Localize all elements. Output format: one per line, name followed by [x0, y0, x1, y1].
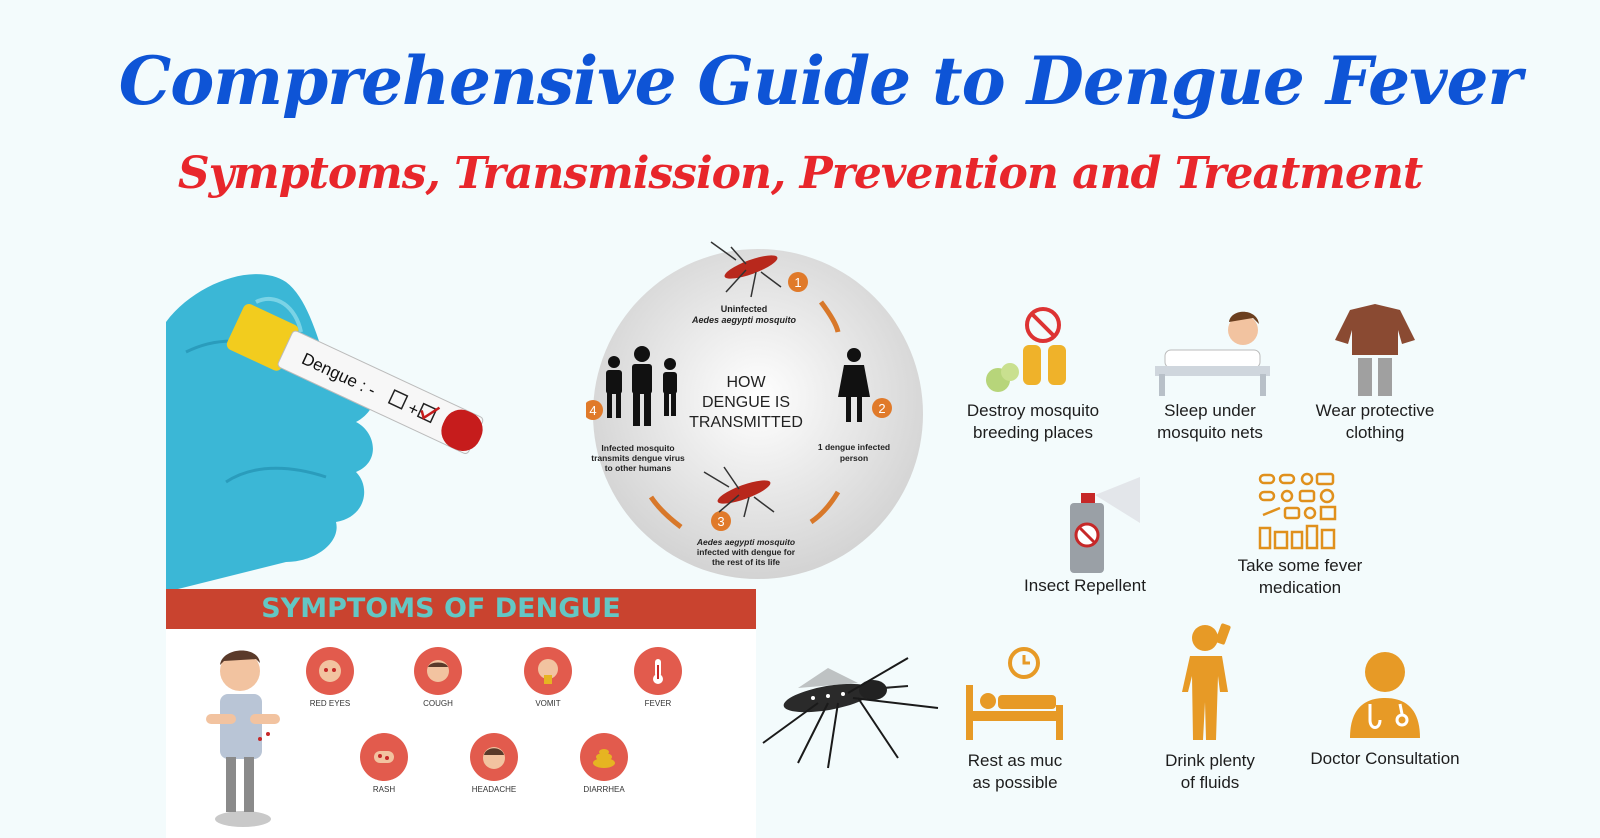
symptom-fever: FEVER	[618, 647, 698, 708]
symptom-red-eyes: RED EYES	[290, 647, 370, 708]
prevention-label: Rest as muc as possible	[967, 751, 1063, 792]
prevention-rest: Rest as muc as possible	[945, 645, 1085, 794]
prevention-label: Destroy mosquito breeding places	[966, 401, 1100, 442]
thermometer-icon	[653, 659, 663, 684]
prevention-doctor-consultation: Doctor Consultation	[1290, 648, 1480, 770]
prevention-fever-medication: Take some fever medication	[1220, 470, 1380, 599]
symptom-label: DIARRHEA	[583, 785, 625, 794]
cough-icon	[427, 660, 449, 682]
symptom-label: RED EYES	[309, 699, 351, 708]
rash-icon	[374, 751, 394, 763]
step-1-number: 1	[794, 275, 801, 290]
sick-person-icon	[206, 650, 280, 827]
prevention-wear-clothing: Wear protective clothing	[1300, 300, 1450, 444]
prevention-insect-repellent: Insect Repellent	[1010, 475, 1160, 597]
symptom-label: FEVER	[644, 699, 672, 708]
prevention-label: Take some fever medication	[1237, 556, 1363, 597]
step-4-text-line2: transmits dengue virus	[591, 453, 685, 463]
step-2-number: 2	[878, 401, 885, 416]
page-subtitle: Symptoms, Transmission, Prevention and T…	[177, 148, 1423, 199]
protective-clothing-icon	[1335, 304, 1415, 396]
transmission-cycle-diagram: 1 2 3 4 Uninfected Aedes aegypti mosquit…	[583, 232, 931, 592]
step-4-text-line1: Infected mosquito	[601, 443, 674, 453]
page-title: Comprehensive Guide to Dengue Fever	[118, 42, 1523, 120]
symptom-label: VOMIT	[535, 699, 561, 708]
people-group-icon	[606, 346, 677, 426]
mosquito-icon	[710, 241, 782, 298]
symptom-label: HEADACHE	[471, 785, 517, 794]
diarrhea-icon	[593, 749, 615, 768]
step-4-text-line3: to other humans	[605, 463, 672, 473]
test-tube-image: Dengue : - +	[166, 262, 586, 592]
step-3-text-line1: Aedes aegypti mosquito	[696, 537, 795, 547]
prevention-destroy-breeding: Destroy mosquito breeding places	[948, 300, 1118, 444]
step-2-text-line2: person	[840, 453, 868, 463]
vomit-icon	[538, 659, 558, 684]
prevention-label: Drink plenty of fluids	[1165, 751, 1255, 792]
fogging-workers-icon	[986, 307, 1066, 392]
cycle-center-line2: DENGUE IS	[702, 394, 790, 411]
step-1-text-line1: Uninfected	[721, 304, 768, 314]
sleeping-under-net-icon	[1155, 311, 1270, 396]
step-3-text-line2: infected with dengue for	[697, 547, 796, 557]
cycle-center-line1: HOW	[726, 374, 766, 391]
infected-person-icon	[838, 348, 870, 422]
rest-bed-icon	[966, 647, 1063, 740]
mosquito-photo	[762, 657, 939, 769]
medicine-icon	[1258, 472, 1337, 550]
cycle-center-line3: TRANSMITTED	[689, 414, 803, 431]
headache-icon	[483, 747, 505, 769]
red-eyes-icon	[319, 660, 341, 682]
step-1-text-line2: Aedes aegypti mosquito	[691, 315, 797, 325]
prevention-sleep-nets: Sleep under mosquito nets	[1130, 300, 1290, 444]
symptom-diarrhea: DIARRHEA	[564, 733, 644, 794]
infected-mosquito-icon	[703, 466, 775, 518]
prevention-label: Doctor Consultation	[1310, 749, 1460, 768]
symptom-label: COUGH	[423, 699, 453, 708]
step-3-text-line3: the rest of its life	[712, 557, 780, 567]
symptom-cough: COUGH	[398, 647, 478, 708]
symptom-label: RASH	[372, 785, 396, 794]
step-2-text-line1: 1 dengue infected	[818, 442, 890, 452]
symptom-rash: RASH	[344, 733, 424, 794]
step-4-number: 4	[589, 403, 596, 418]
prevention-label: Sleep under mosquito nets	[1157, 401, 1263, 442]
prevention-label: Insect Repellent	[1024, 576, 1146, 595]
symptoms-panel: RED EYES COUGH VOMIT FEVER RASH HEADACHE…	[166, 629, 756, 838]
symptoms-header: SYMPTOMS OF DENGUE	[166, 589, 756, 629]
symptom-headache: HEADACHE	[454, 733, 534, 794]
prevention-drink-fluids: Drink plenty of fluids	[1140, 620, 1280, 794]
prevention-label: Wear protective clothing	[1315, 401, 1435, 442]
step-3-number: 3	[717, 514, 724, 529]
repellent-spray-icon	[1070, 477, 1140, 573]
doctor-icon	[1350, 652, 1420, 738]
symptom-vomit: VOMIT	[508, 647, 588, 708]
drinking-person-icon	[1182, 623, 1231, 740]
